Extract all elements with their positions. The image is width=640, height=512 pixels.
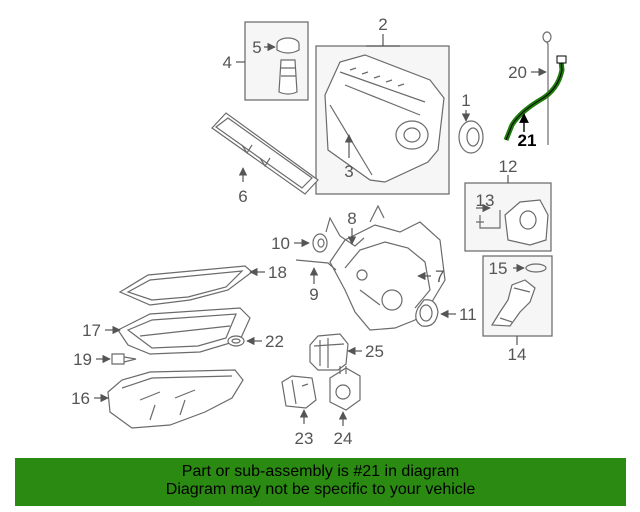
dipstick-group (503, 31, 567, 145)
callout-15: 15 (489, 259, 508, 278)
pickup-group (482, 255, 553, 345)
callout-8: 8 (347, 209, 356, 228)
callout-22: 22 (265, 332, 284, 351)
oil-pan-17 (105, 307, 251, 355)
adapter-24 (329, 366, 361, 426)
callout-4: 4 (223, 53, 232, 72)
callout-9: 9 (309, 285, 318, 304)
callout-13: 13 (476, 191, 495, 210)
callout-11: 11 (459, 305, 477, 324)
callout-21: 21 (518, 131, 537, 150)
callout-20: 20 (508, 63, 527, 82)
timing-cover-group (294, 204, 456, 331)
oil-pan-16 (94, 369, 244, 429)
callout-18: 18 (268, 263, 287, 282)
pump-group (464, 175, 552, 252)
callout-23: 23 (295, 429, 314, 448)
valve-cover-group (315, 34, 450, 195)
callout-12: 12 (499, 157, 518, 176)
callout-19: 19 (73, 350, 92, 369)
notice-banner: Part or sub-assembly is #21 in diagram D… (15, 458, 626, 506)
banner-line-2: Diagram may not be specific to your vehi… (165, 481, 476, 498)
oil-filter-25 (309, 333, 362, 371)
dipstick (543, 37, 549, 145)
callout-3: 3 (344, 162, 353, 181)
callout-7: 7 (435, 267, 444, 286)
callout-5: 5 (252, 38, 261, 57)
seal-1 (458, 110, 484, 154)
oil-cap-group (236, 21, 309, 101)
washer-22 (227, 335, 262, 347)
callout-16: 16 (71, 389, 90, 408)
parts-diagram: 1 2 3 4 5 6 7 8 9 10 11 12 13 14 15 16 1… (71, 15, 567, 448)
callout-14: 14 (508, 345, 527, 364)
oil-cap-box (244, 21, 309, 101)
callout-17: 17 (82, 321, 101, 340)
gasket-18 (118, 265, 265, 306)
callout-25: 25 (365, 342, 384, 361)
bolt-19 (96, 353, 137, 365)
valve-cover (324, 54, 445, 183)
callout-2: 2 (378, 15, 387, 34)
bracket-23 (281, 375, 317, 424)
callout-6: 6 (238, 187, 247, 206)
engine-cover (211, 112, 319, 195)
callout-10: 10 (271, 234, 290, 253)
banner-line-1: Part or sub-assembly is #21 in diagram (181, 463, 460, 480)
callout-1: 1 (461, 91, 470, 110)
callout-24: 24 (334, 429, 353, 448)
